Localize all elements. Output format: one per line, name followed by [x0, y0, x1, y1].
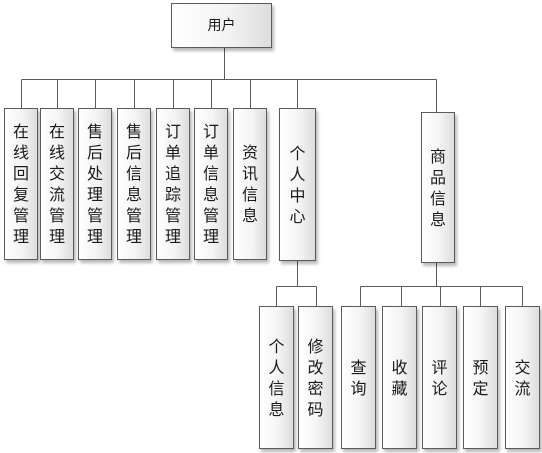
root-node-user: 用户 [171, 3, 272, 48]
node-label: 资讯信息 [242, 143, 259, 225]
node-label: 预定 [472, 357, 489, 398]
node-after-sales-handling-management: 售后处理管理 [78, 108, 112, 260]
node-comment: 评论 [422, 306, 457, 449]
node-online-reply-management: 在线回复管理 [4, 108, 38, 260]
node-product-info: 商品信息 [421, 112, 455, 263]
node-label: 收藏 [391, 357, 408, 398]
node-online-chat-management: 在线交流管理 [40, 108, 74, 260]
node-reservation: 预定 [463, 306, 498, 449]
node-news-info: 资讯信息 [233, 108, 267, 260]
node-label: 售后信息管理 [126, 122, 143, 246]
node-label: 交流 [514, 357, 531, 398]
node-favorites: 收藏 [382, 306, 417, 449]
node-label: 售后处理管理 [87, 122, 104, 246]
node-label: 个人中心 [289, 143, 306, 226]
node-label: 查询 [350, 357, 367, 398]
root-node-label: 用户 [207, 17, 236, 34]
node-search: 查询 [341, 306, 376, 449]
node-label: 在线交流管理 [49, 122, 66, 246]
node-label: 订单信息管理 [203, 122, 220, 246]
node-label: 修改密码 [307, 336, 324, 419]
node-label: 个人信息 [268, 336, 285, 419]
node-label: 在线回复管理 [13, 122, 30, 246]
node-change-password: 修改密码 [298, 306, 333, 449]
node-personal-center: 个人中心 [279, 108, 316, 261]
node-personal-info: 个人信息 [259, 306, 294, 449]
node-label: 商品信息 [430, 146, 447, 229]
node-label: 订单追踪管理 [165, 122, 182, 246]
node-exchange: 交流 [505, 306, 540, 449]
node-label: 评论 [431, 357, 448, 398]
node-order-tracking-management: 订单追踪管理 [156, 108, 190, 260]
node-after-sales-info-management: 售后信息管理 [117, 108, 151, 260]
node-order-info-management: 订单信息管理 [194, 108, 228, 260]
